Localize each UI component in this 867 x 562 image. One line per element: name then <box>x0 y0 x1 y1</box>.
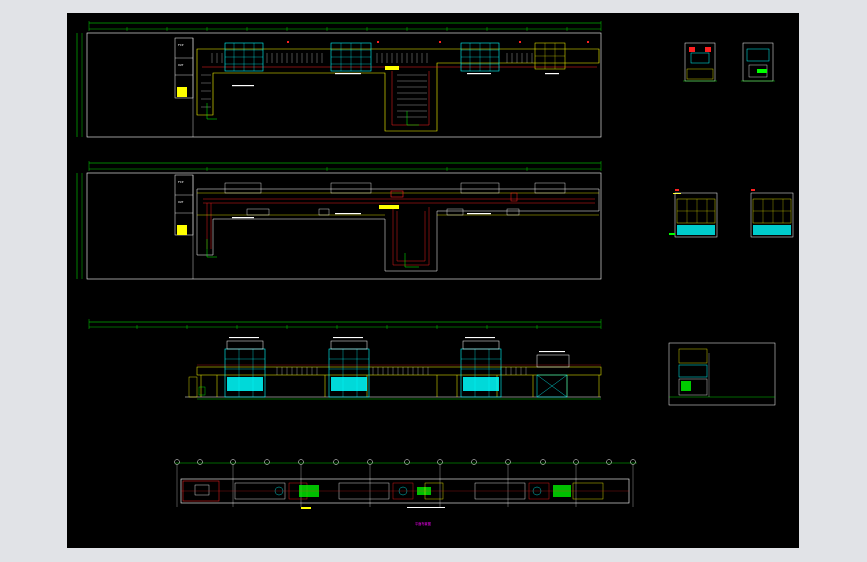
title-block-label-1: FCP <box>178 43 184 47</box>
cad-drawing-canvas[interactable]: 平面布置图 <box>67 13 799 548</box>
bottom-plan-strip: 平面布置图 <box>174 459 637 526</box>
title-block-label-4: OUT <box>178 200 184 204</box>
title-block-label-2: OUT <box>178 63 184 67</box>
plan-view-1 <box>76 21 602 138</box>
plan-view-2 <box>76 161 602 280</box>
title-block-labels: FCP OUT FCP OUT <box>178 43 184 204</box>
side-detail-views <box>668 42 794 406</box>
elevation-view <box>88 319 602 400</box>
title-block-label-3: FCP <box>178 180 184 184</box>
section-title: 平面布置图 <box>415 521 431 526</box>
cad-drawing-svg: 平面布置图 <box>76 21 794 526</box>
